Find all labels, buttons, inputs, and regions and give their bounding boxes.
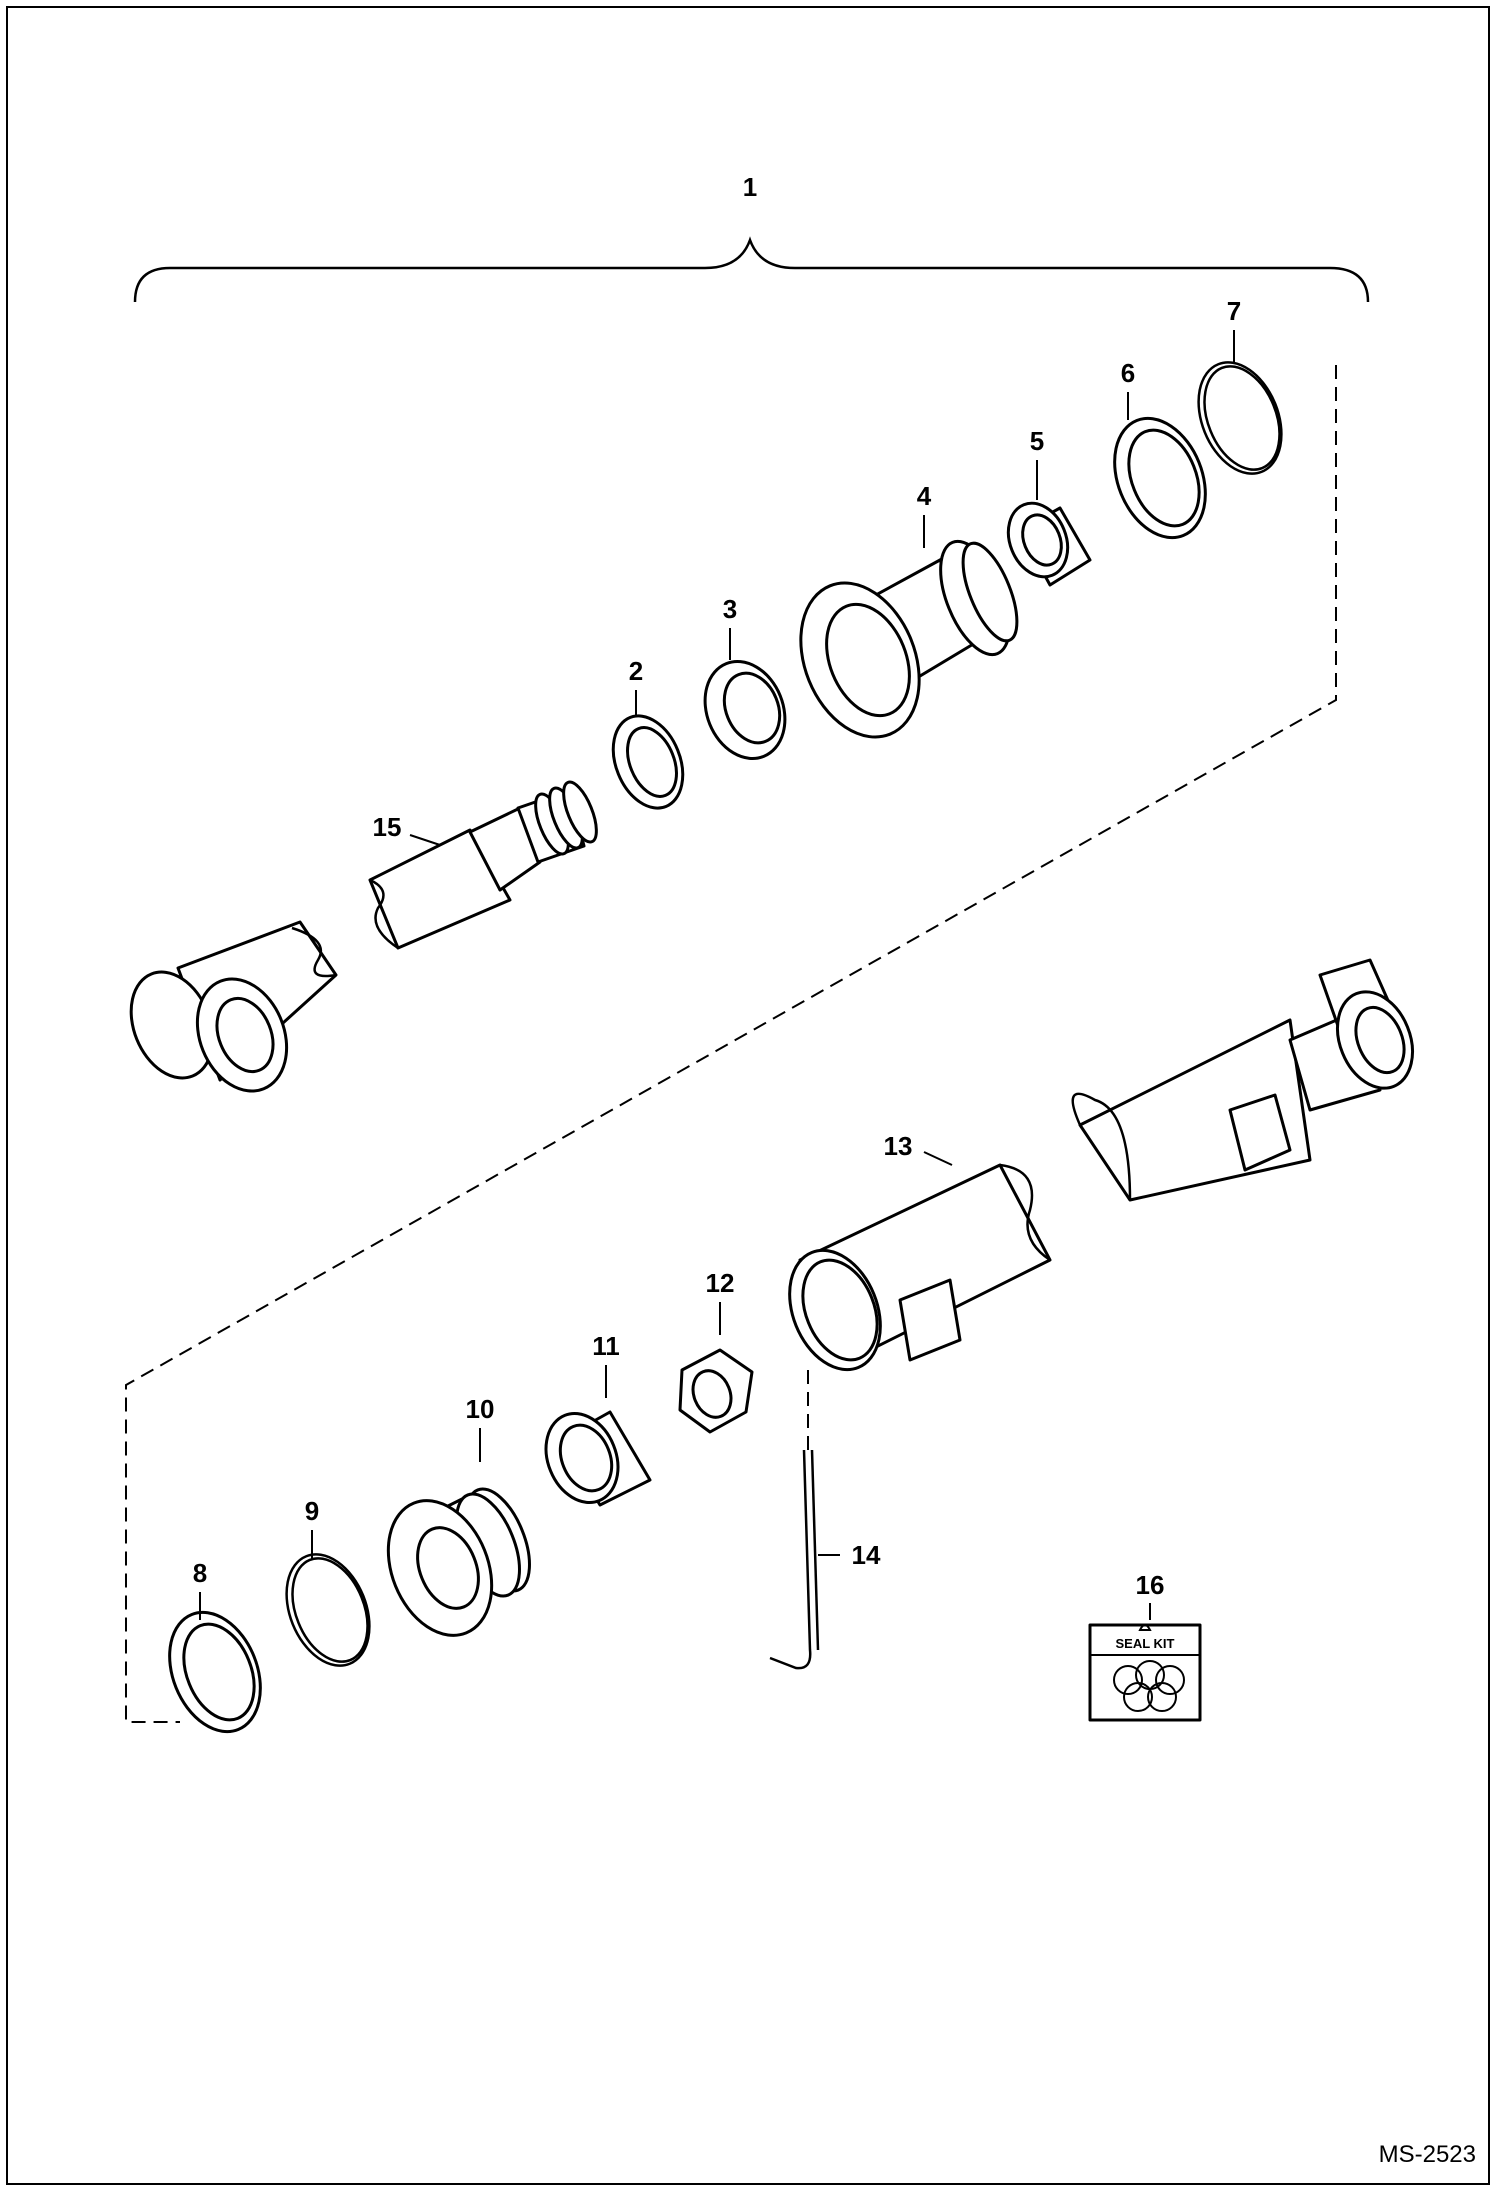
piston (386, 1487, 531, 1637)
callout-3: 3 (723, 594, 737, 624)
callout-1: 1 (743, 172, 757, 202)
callout-7: 7 (1227, 296, 1241, 326)
wiper-ring (611, 714, 685, 810)
callout-11: 11 (592, 1331, 620, 1361)
callout-10: 10 (466, 1394, 495, 1424)
seal-kit: SEAL KIT (1088, 1623, 1202, 1722)
bushing-lower (544, 1410, 652, 1507)
callout-16: 16 (1136, 1570, 1165, 1600)
seal-kit-label: SEAL KIT (1116, 1636, 1175, 1651)
piston-nut (678, 1348, 754, 1434)
gland (799, 539, 1019, 739)
pin (769, 1370, 820, 1670)
callout-4: 4 (917, 481, 932, 511)
leader-lines (199, 330, 1235, 1620)
callout-2: 2 (629, 656, 643, 686)
document-code: MS-2523 (1379, 2141, 1476, 2168)
o-ring-lower (285, 1553, 371, 1667)
assembly-dashed-line (125, 365, 1337, 1723)
kit-brace (133, 236, 1370, 303)
piston-seal-ring (168, 1610, 262, 1734)
o-ring-upper (1197, 361, 1283, 475)
callout-5: 5 (1030, 426, 1044, 456)
diagram-frame (6, 6, 1490, 2185)
callout-13: 13 (884, 1131, 913, 1161)
callout-9: 9 (305, 1496, 319, 1526)
callout-12: 12 (706, 1268, 735, 1298)
barrel (788, 1163, 1052, 1372)
bushing-upper (1006, 501, 1092, 587)
backup-ring (1113, 416, 1207, 540)
piston-rod (129, 780, 598, 1093)
callout-14: 14 (852, 1540, 881, 1570)
callout-8: 8 (193, 1558, 207, 1588)
barrel-end (1071, 958, 1414, 1202)
rod-seal (703, 660, 787, 760)
callout-15: 15 (373, 812, 402, 842)
callout-6: 6 (1121, 358, 1135, 388)
